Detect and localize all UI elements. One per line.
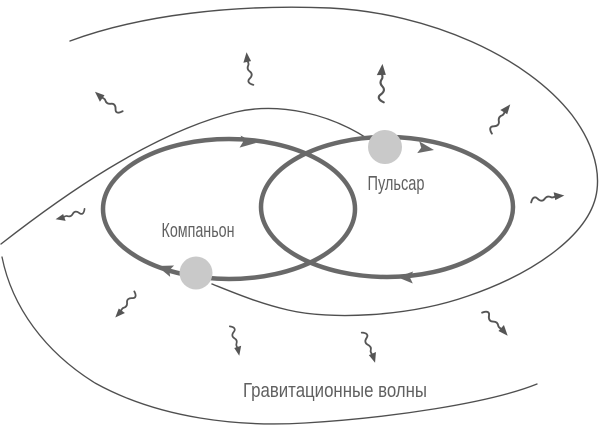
gravitational-wave-arrow-icon <box>484 100 515 135</box>
gravitational-wave-arrow-icon <box>228 324 244 358</box>
companion-body <box>179 256 213 290</box>
outer-boundary-top-right-stroke <box>69 6 599 317</box>
inner-boundary-left-stroke <box>0 107 369 245</box>
gravitational-wave-arrow-icon <box>481 306 512 340</box>
gravitational-wave-arrow-icon <box>360 329 380 365</box>
companion-orbit <box>100 136 358 282</box>
gravitational-wave-arrow-icon <box>372 62 389 104</box>
companion-label: Компаньон <box>162 220 235 242</box>
gravitational-wave-arrow-icon <box>529 190 566 204</box>
pulsar-label: Пульсар <box>368 173 425 195</box>
gravitational-wave-arrow-icon <box>91 87 124 119</box>
gravitational-waves-label: Гравитационные волны <box>243 380 427 402</box>
outer-boundary-bottom-stroke <box>1 256 538 425</box>
gravitational-wave-arrow-icon <box>241 51 255 87</box>
pulsar-body <box>368 130 402 164</box>
gravitational-wave-arrow-icon <box>53 207 88 224</box>
gravitational-wave-arrow-icon <box>111 290 142 322</box>
